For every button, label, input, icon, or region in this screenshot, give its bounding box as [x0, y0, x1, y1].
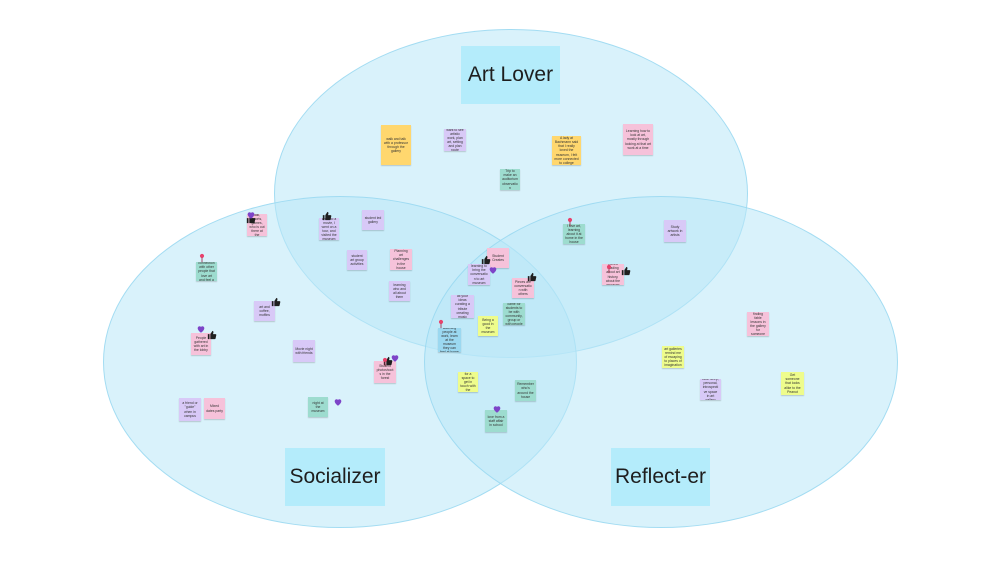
- thumb-sticker-icon[interactable]: [207, 330, 217, 340]
- label-reflecter[interactable]: Reflect-er: [611, 448, 710, 506]
- sticky-note[interactable]: Student Creates: [487, 248, 509, 268]
- sticky-note[interactable]: Looking for a space to get in touch with…: [458, 372, 478, 392]
- sticky-note[interactable]: Movie night with friends: [293, 340, 315, 362]
- label-socializer[interactable]: Socializer: [285, 448, 385, 506]
- heart-sticker-icon[interactable]: [492, 404, 502, 414]
- sticky-note[interactable]: student art group activities: [347, 250, 367, 270]
- pin-sticker-icon[interactable]: [380, 357, 390, 367]
- sticky-note[interactable]: Loved reading about art history, about t…: [602, 264, 624, 285]
- heart-sticker-icon[interactable]: [333, 397, 343, 407]
- pin-sticker-icon[interactable]: [197, 253, 207, 263]
- thumb-sticker-icon[interactable]: [481, 255, 491, 265]
- sticky-note[interactable]: Planning art challenges in the house: [390, 249, 412, 270]
- thumb-sticker-icon[interactable]: [527, 272, 537, 282]
- sticky-note[interactable]: I love art, learning about it at home in…: [563, 224, 585, 244]
- sticky-note[interactable]: Get someone that looks alike to the Pean…: [781, 372, 804, 395]
- pin-sticker-icon[interactable]: [436, 319, 446, 329]
- sticky-note[interactable]: I loved watching people at work, learn a…: [438, 328, 461, 352]
- thumb-sticker-icon[interactable]: [322, 211, 332, 221]
- heart-sticker-icon[interactable]: [390, 353, 400, 363]
- pin-sticker-icon[interactable]: [565, 217, 575, 227]
- sticky-note[interactable]: Pieces are conversation with others: [512, 278, 534, 298]
- sticky-note[interactable]: Remember who's around the house: [515, 380, 536, 401]
- sticky-note[interactable]: Both deep, personal, introspective space…: [700, 379, 721, 400]
- sticky-note[interactable]: student led gallery: [362, 210, 384, 230]
- heart-sticker-icon[interactable]: [246, 210, 256, 220]
- sticky-note[interactable]: Study artwork in artists: [664, 220, 686, 242]
- sticky-note[interactable]: Make a connection with other people that…: [196, 262, 217, 281]
- sticky-note[interactable]: a friend or "guide" when in campus: [179, 398, 201, 421]
- heart-sticker-icon[interactable]: [196, 324, 206, 334]
- sticky-note[interactable]: A lady at Bachmann said that I really lo…: [552, 136, 581, 165]
- sticky-note[interactable]: Went to a movie, I went on a tour, and v…: [319, 218, 339, 240]
- heart-sticker-icon[interactable]: [488, 265, 498, 275]
- pin-sticker-icon[interactable]: [604, 264, 614, 274]
- thumb-sticker-icon[interactable]: [246, 214, 256, 224]
- sticky-note[interactable]: Learning how to look at art, mostly thro…: [623, 124, 653, 155]
- sticky-note[interactable]: Being a good in the museum: [478, 316, 498, 336]
- sticky-note[interactable]: finding fable lessons in the gallery for…: [747, 312, 769, 336]
- sticky-note[interactable]: Mixed dates party: [204, 398, 225, 419]
- label-art-lover[interactable]: Art Lover: [461, 46, 560, 104]
- sticky-note[interactable]: Trip to make an auditorium observation: [500, 169, 520, 190]
- sticky-note[interactable]: night at the museum: [308, 397, 328, 417]
- thumb-sticker-icon[interactable]: [383, 356, 393, 366]
- thumb-sticker-icon[interactable]: [271, 297, 281, 307]
- sticky-note[interactable]: want to see artistic work, plan art, set…: [444, 129, 466, 151]
- sticky-note[interactable]: art and coffee, muffins: [254, 301, 275, 321]
- sticky-note[interactable]: all your ideas curating a tribute creati…: [451, 295, 474, 318]
- thumb-sticker-icon[interactable]: [621, 266, 631, 276]
- sticky-note[interactable]: learning to bring the conversation to ar…: [468, 264, 490, 285]
- sticky-note[interactable]: love from a staff affair in school: [485, 410, 507, 432]
- sticky-note[interactable]: learning who and all about them: [389, 281, 410, 301]
- sticky-note[interactable]: People gathered with art in the lobby: [191, 333, 211, 355]
- sticky-note[interactable]: walk and talk with a professor through t…: [381, 125, 411, 165]
- sticky-note[interactable]: art galleries remind me of escaping to p…: [662, 346, 684, 368]
- sticky-note[interactable]: came for students to be with community, …: [503, 303, 525, 325]
